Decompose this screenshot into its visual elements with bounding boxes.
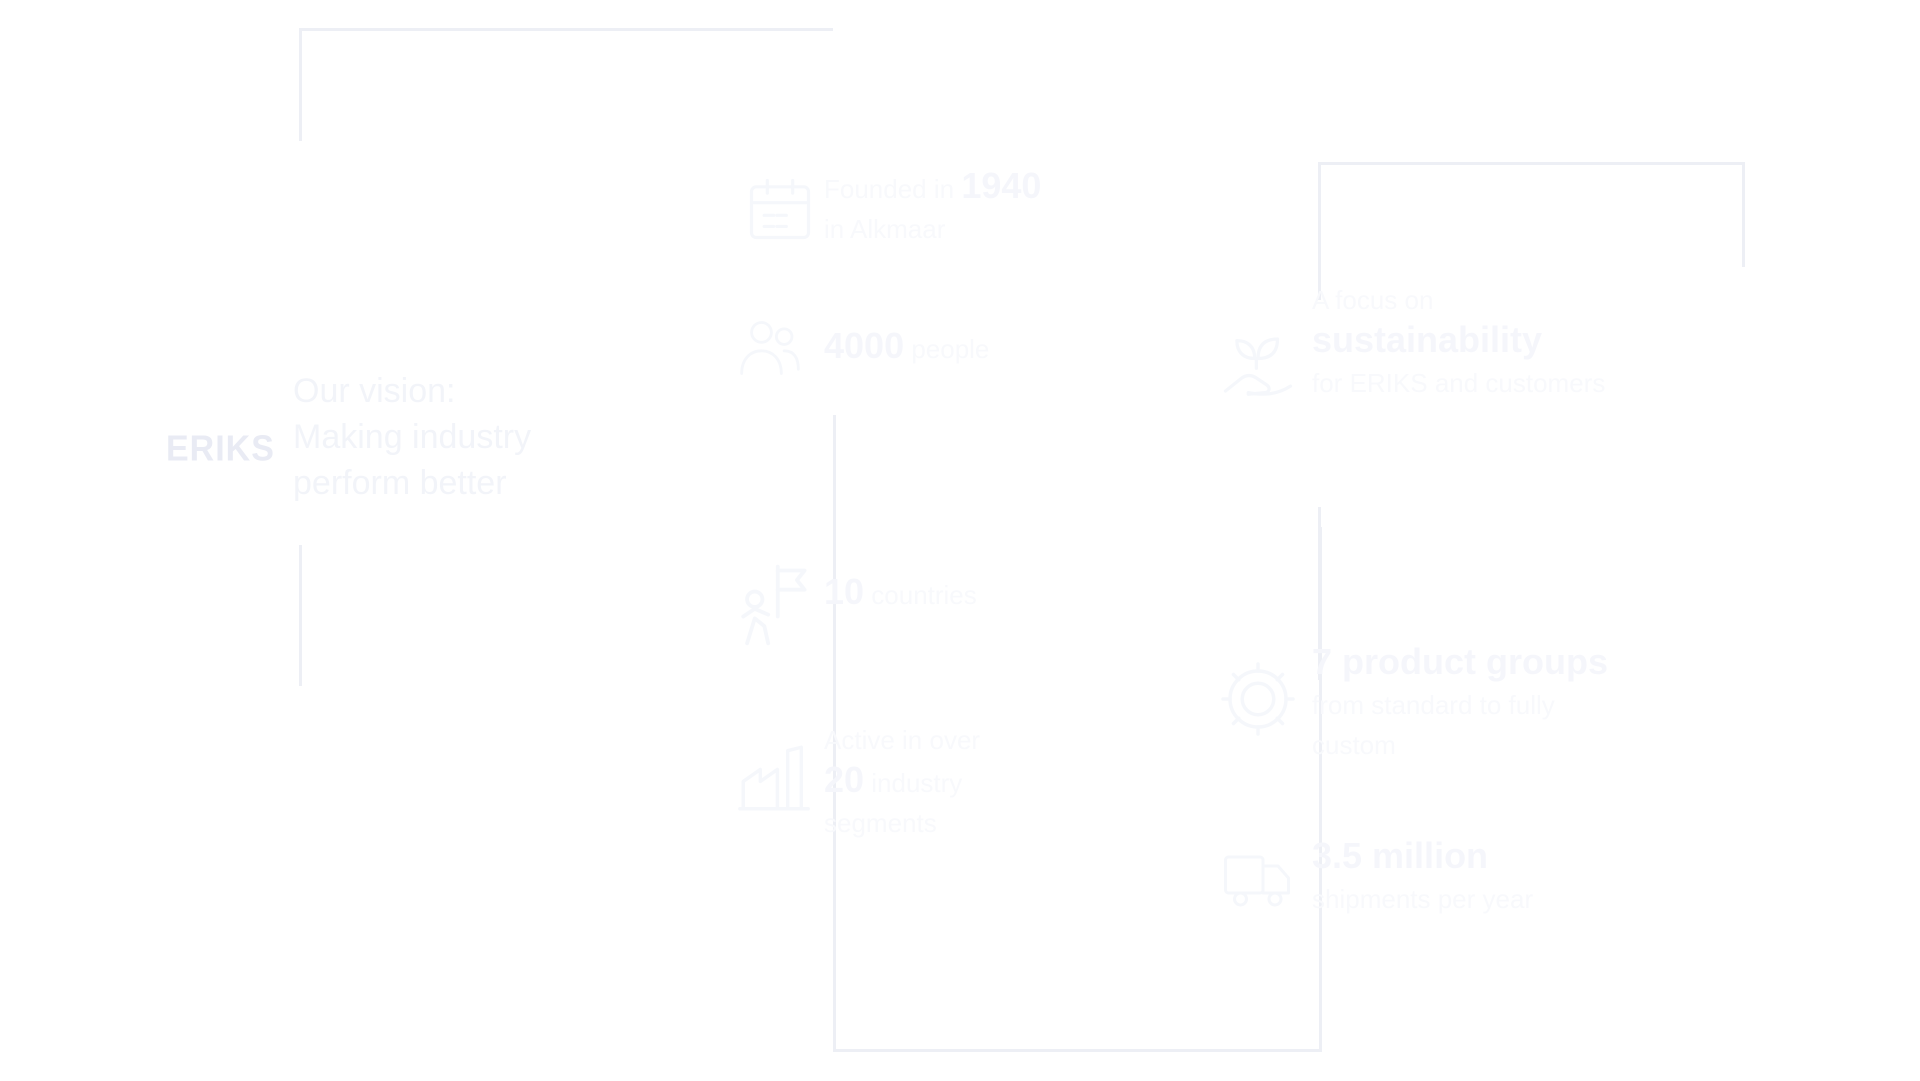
vision-heading-line2: Making industry — [293, 418, 532, 456]
stat-sustainability-line1: A focus on — [1312, 285, 1434, 315]
card-a-top-border — [299, 28, 833, 31]
card-b-right-border — [1742, 162, 1745, 267]
stat-countries: 10 countries — [824, 572, 977, 615]
stat-industry-line2: 20 industry — [824, 759, 963, 800]
stat-people-line1: 4000 people — [824, 325, 990, 366]
card-b-top-border — [1318, 162, 1745, 165]
stat-countries-line1: 10 countries — [824, 571, 977, 612]
card-a-left-border-1 — [299, 28, 302, 141]
stat-shipments: 3.5 million shipments per year — [1312, 836, 1533, 919]
stat-product-groups: 7 product groups from standard to fully … — [1312, 642, 1608, 765]
stat-industry-line1: Active in over — [824, 725, 981, 755]
flag-icon — [726, 558, 818, 652]
truck-icon — [1214, 842, 1300, 914]
calendar-icon — [742, 170, 818, 248]
card-a-left-border-2 — [299, 545, 302, 686]
stat-industry-line3: segments — [824, 808, 937, 838]
stat-product-groups-line2: from standard to fully — [1312, 690, 1555, 720]
stat-shipments-line1: 3.5 million — [1312, 835, 1489, 876]
card-divider-vertical — [833, 415, 836, 1052]
vision-heading-line3: perform better — [293, 464, 507, 502]
card-c-right-border — [1319, 527, 1322, 1049]
stat-sustainability-line3: for ERIKS and customers — [1312, 368, 1606, 398]
stat-founded: Founded in 1940 in Alkmaar — [824, 166, 1041, 249]
stat-founded-line1: Founded in 1940 — [824, 165, 1042, 206]
eriks-logo: ERIKS — [166, 429, 275, 469]
stat-industry: Active in over 20 industry segments — [824, 720, 980, 843]
stat-people: 4000 people — [824, 326, 989, 369]
stat-product-groups-line1: 7 product groups — [1312, 641, 1608, 682]
vision-heading-line1: Our vision: — [293, 372, 456, 410]
stat-sustainability: A focus on sustainability for ERIKS and … — [1312, 280, 1605, 403]
stat-shipments-line2: shipments per year — [1312, 884, 1534, 914]
gear-icon — [1216, 656, 1300, 742]
people-icon — [728, 314, 812, 382]
vision-heading: Our vision: Making industry perform bett… — [293, 368, 531, 506]
card-c-bottom-border — [833, 1049, 1322, 1052]
card-b-left-border-1 — [1318, 162, 1321, 300]
stat-product-groups-line3: custom — [1312, 730, 1396, 760]
sustainability-icon — [1216, 326, 1300, 404]
factory-icon — [733, 736, 815, 820]
stat-sustainability-line2: sustainability — [1312, 319, 1543, 360]
stat-founded-line2: in Alkmaar — [824, 214, 946, 244]
